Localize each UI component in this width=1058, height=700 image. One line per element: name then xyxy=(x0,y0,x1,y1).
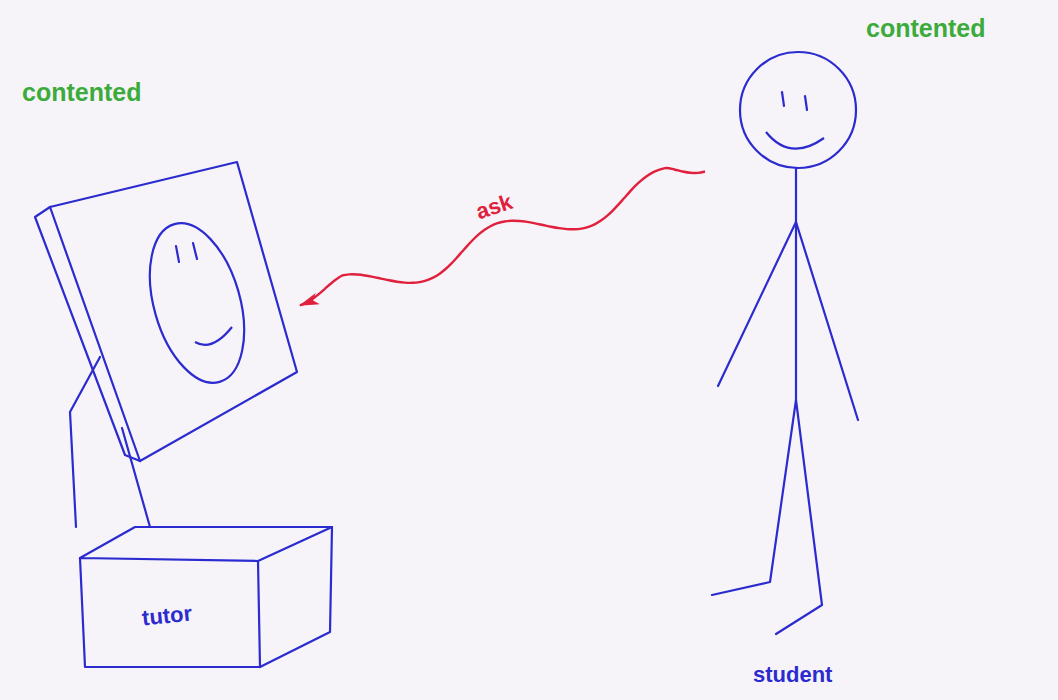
leg xyxy=(712,400,796,595)
screen-face xyxy=(133,212,261,393)
box-side xyxy=(260,527,332,667)
monitor-stand xyxy=(70,357,100,527)
box-front xyxy=(80,558,260,667)
face-eye xyxy=(176,246,179,262)
eye xyxy=(782,92,784,106)
body xyxy=(795,168,797,400)
request-arrow xyxy=(300,168,705,305)
leg xyxy=(776,400,822,634)
monitor-stand xyxy=(122,428,150,527)
face-smile xyxy=(195,327,232,345)
edge-label: ask xyxy=(473,189,516,225)
state-label: contented xyxy=(22,78,141,107)
state-label: contented xyxy=(866,14,985,43)
monitor-side xyxy=(35,207,140,461)
computer-tutor: tutor xyxy=(30,160,300,670)
node-name: student xyxy=(753,662,832,688)
stick-figure-student-outline xyxy=(705,48,875,698)
stick-figure-student: student xyxy=(705,48,875,698)
eye xyxy=(805,96,807,110)
arm xyxy=(796,222,858,420)
node-name: tutor xyxy=(141,600,194,631)
face-eye xyxy=(193,243,197,259)
monitor-screen xyxy=(50,162,297,461)
arm xyxy=(718,222,796,386)
smile xyxy=(766,132,824,149)
box-top xyxy=(80,527,332,561)
computer-tutor-outline xyxy=(30,160,300,670)
head xyxy=(740,52,856,168)
